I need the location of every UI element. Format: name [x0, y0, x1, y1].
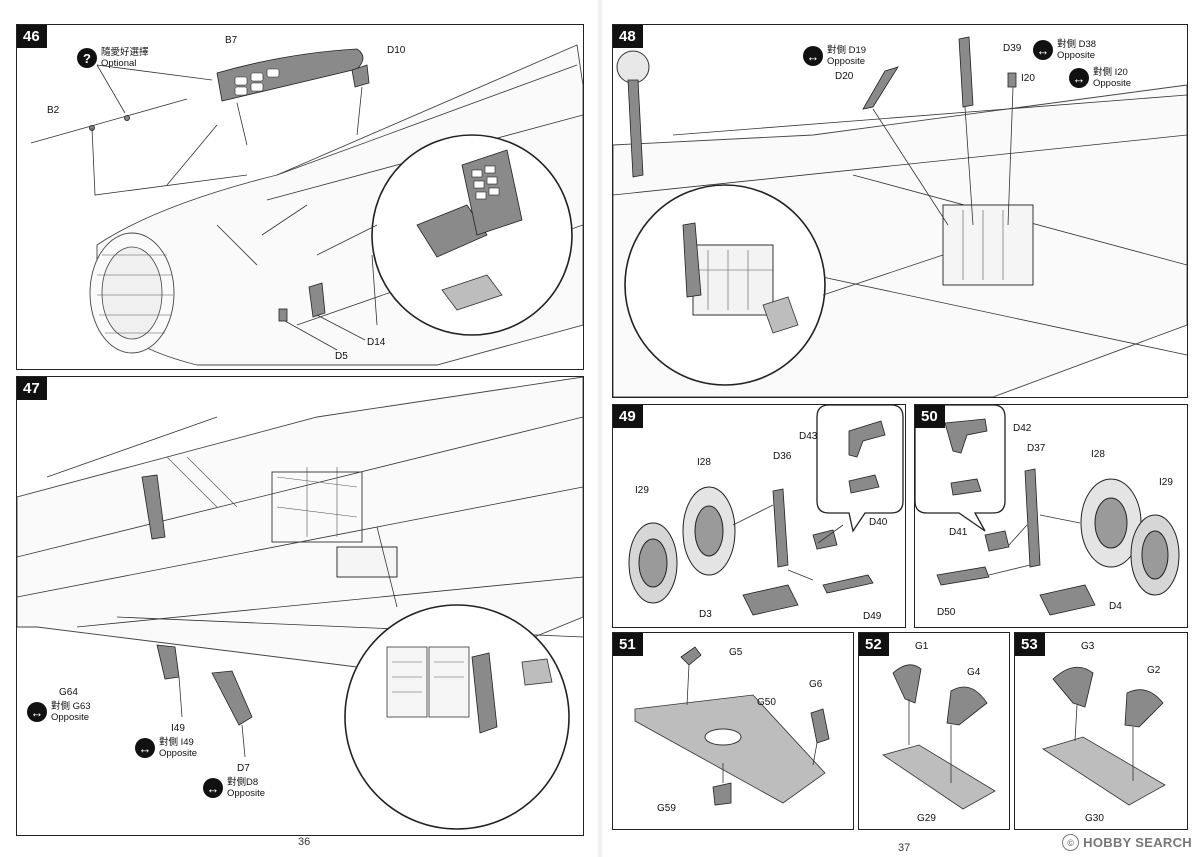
step-number: 48 [613, 25, 643, 48]
part-label: I20 [1021, 73, 1035, 84]
step-50-panel: 50 D42 D37 I28 I29 D41 D50 D4 [914, 404, 1188, 628]
part-label: D20 [835, 71, 854, 82]
part-label: G50 [757, 697, 776, 708]
step-52-panel: 52 G1 G4 G29 [858, 632, 1010, 830]
opposite-note: ↔ 對側 G63 Opposite [27, 701, 91, 723]
part-label: D10 [387, 45, 406, 56]
part-label: G64 [59, 687, 78, 698]
step-number: 49 [613, 405, 643, 428]
part-label: G29 [917, 813, 936, 824]
part-label: I29 [635, 485, 649, 496]
page-number: 36 [298, 836, 311, 848]
step-48-illustration [613, 36, 1187, 397]
step-51-illustration [634, 646, 830, 806]
part-label: D4 [1109, 601, 1122, 612]
part-label: D7 [237, 763, 250, 774]
part-label: I29 [1159, 477, 1173, 488]
step-number: 47 [17, 377, 47, 400]
part-label: G3 [1081, 641, 1095, 652]
part-label: G59 [657, 803, 676, 814]
double-arrow-icon: ↔ [135, 738, 155, 758]
step-47-illustration [17, 377, 583, 830]
part-label: I49 [171, 723, 185, 734]
opposite-note: ↔ 對側 I20 Opposite [1069, 67, 1131, 89]
step-53-panel: 53 G3 G2 G30 [1014, 632, 1188, 830]
step-number: 53 [1015, 633, 1045, 656]
opposite-note: ↔ 對側 D19 Opposite [803, 45, 866, 67]
part-label: G4 [967, 667, 981, 678]
step-49-panel: 49 D43 I28 D36 I29 D40 D3 D49 [612, 404, 906, 628]
page-gutter [598, 0, 602, 857]
part-label: I28 [1091, 449, 1105, 460]
copyright-icon: © [1062, 834, 1080, 851]
watermark-text: HOBBY SEARCH [1083, 835, 1192, 850]
double-arrow-icon: ↔ [803, 46, 823, 66]
step-51-panel: 51 G5 G50 G6 G59 [612, 632, 854, 830]
double-arrow-icon: ↔ [1069, 68, 1089, 88]
step-49-illustration [628, 405, 904, 616]
step-number: 50 [915, 405, 945, 428]
part-label: D37 [1027, 443, 1046, 454]
part-label: B2 [47, 105, 60, 116]
part-label: D5 [335, 351, 348, 362]
part-label: I28 [697, 457, 711, 468]
step-53-illustration [1042, 666, 1166, 806]
part-label: G30 [1085, 813, 1104, 824]
opposite-note: ↔ 對側D8 Opposite [203, 777, 265, 799]
step-52-illustration [882, 664, 996, 810]
step-number: 52 [859, 633, 889, 656]
part-label: D43 [799, 431, 818, 442]
page-number: 37 [898, 842, 911, 854]
double-arrow-icon: ↔ [1033, 40, 1053, 60]
page-left: 46 [0, 0, 598, 857]
part-label: D41 [949, 527, 968, 538]
step-50-illustration [915, 405, 1180, 616]
part-label: G1 [915, 641, 929, 652]
opposite-note: ↔ 對側 I49 Opposite [135, 737, 197, 759]
step-47-panel: 47 [16, 376, 584, 836]
double-arrow-icon: ↔ [27, 702, 47, 722]
part-label: D14 [367, 337, 386, 348]
part-label: G5 [729, 647, 743, 658]
part-label: B7 [225, 35, 238, 46]
part-label: G2 [1147, 665, 1161, 676]
part-label: D40 [869, 517, 888, 528]
step-46-illustration [30, 44, 583, 366]
optional-note: ? 隨愛好選擇 Optional [77, 47, 149, 69]
part-label: D39 [1003, 43, 1022, 54]
double-arrow-icon: ↔ [203, 778, 223, 798]
step-number: 51 [613, 633, 643, 656]
step-46-panel: 46 [16, 24, 584, 370]
step-number: 46 [17, 25, 47, 48]
part-label: G6 [809, 679, 823, 690]
part-label: D3 [699, 609, 712, 620]
opposite-note: ↔ 對側 D38 Opposite [1033, 39, 1096, 61]
question-icon: ? [77, 48, 97, 68]
part-label: D50 [937, 607, 956, 618]
part-label: D42 [1013, 423, 1032, 434]
watermark: © HOBBY SEARCH [1062, 834, 1192, 851]
part-label: D36 [773, 451, 792, 462]
step-48-panel: 48 ↔ [612, 24, 1188, 398]
page-right: 48 ↔ [602, 0, 1200, 857]
part-label: D49 [863, 611, 882, 622]
